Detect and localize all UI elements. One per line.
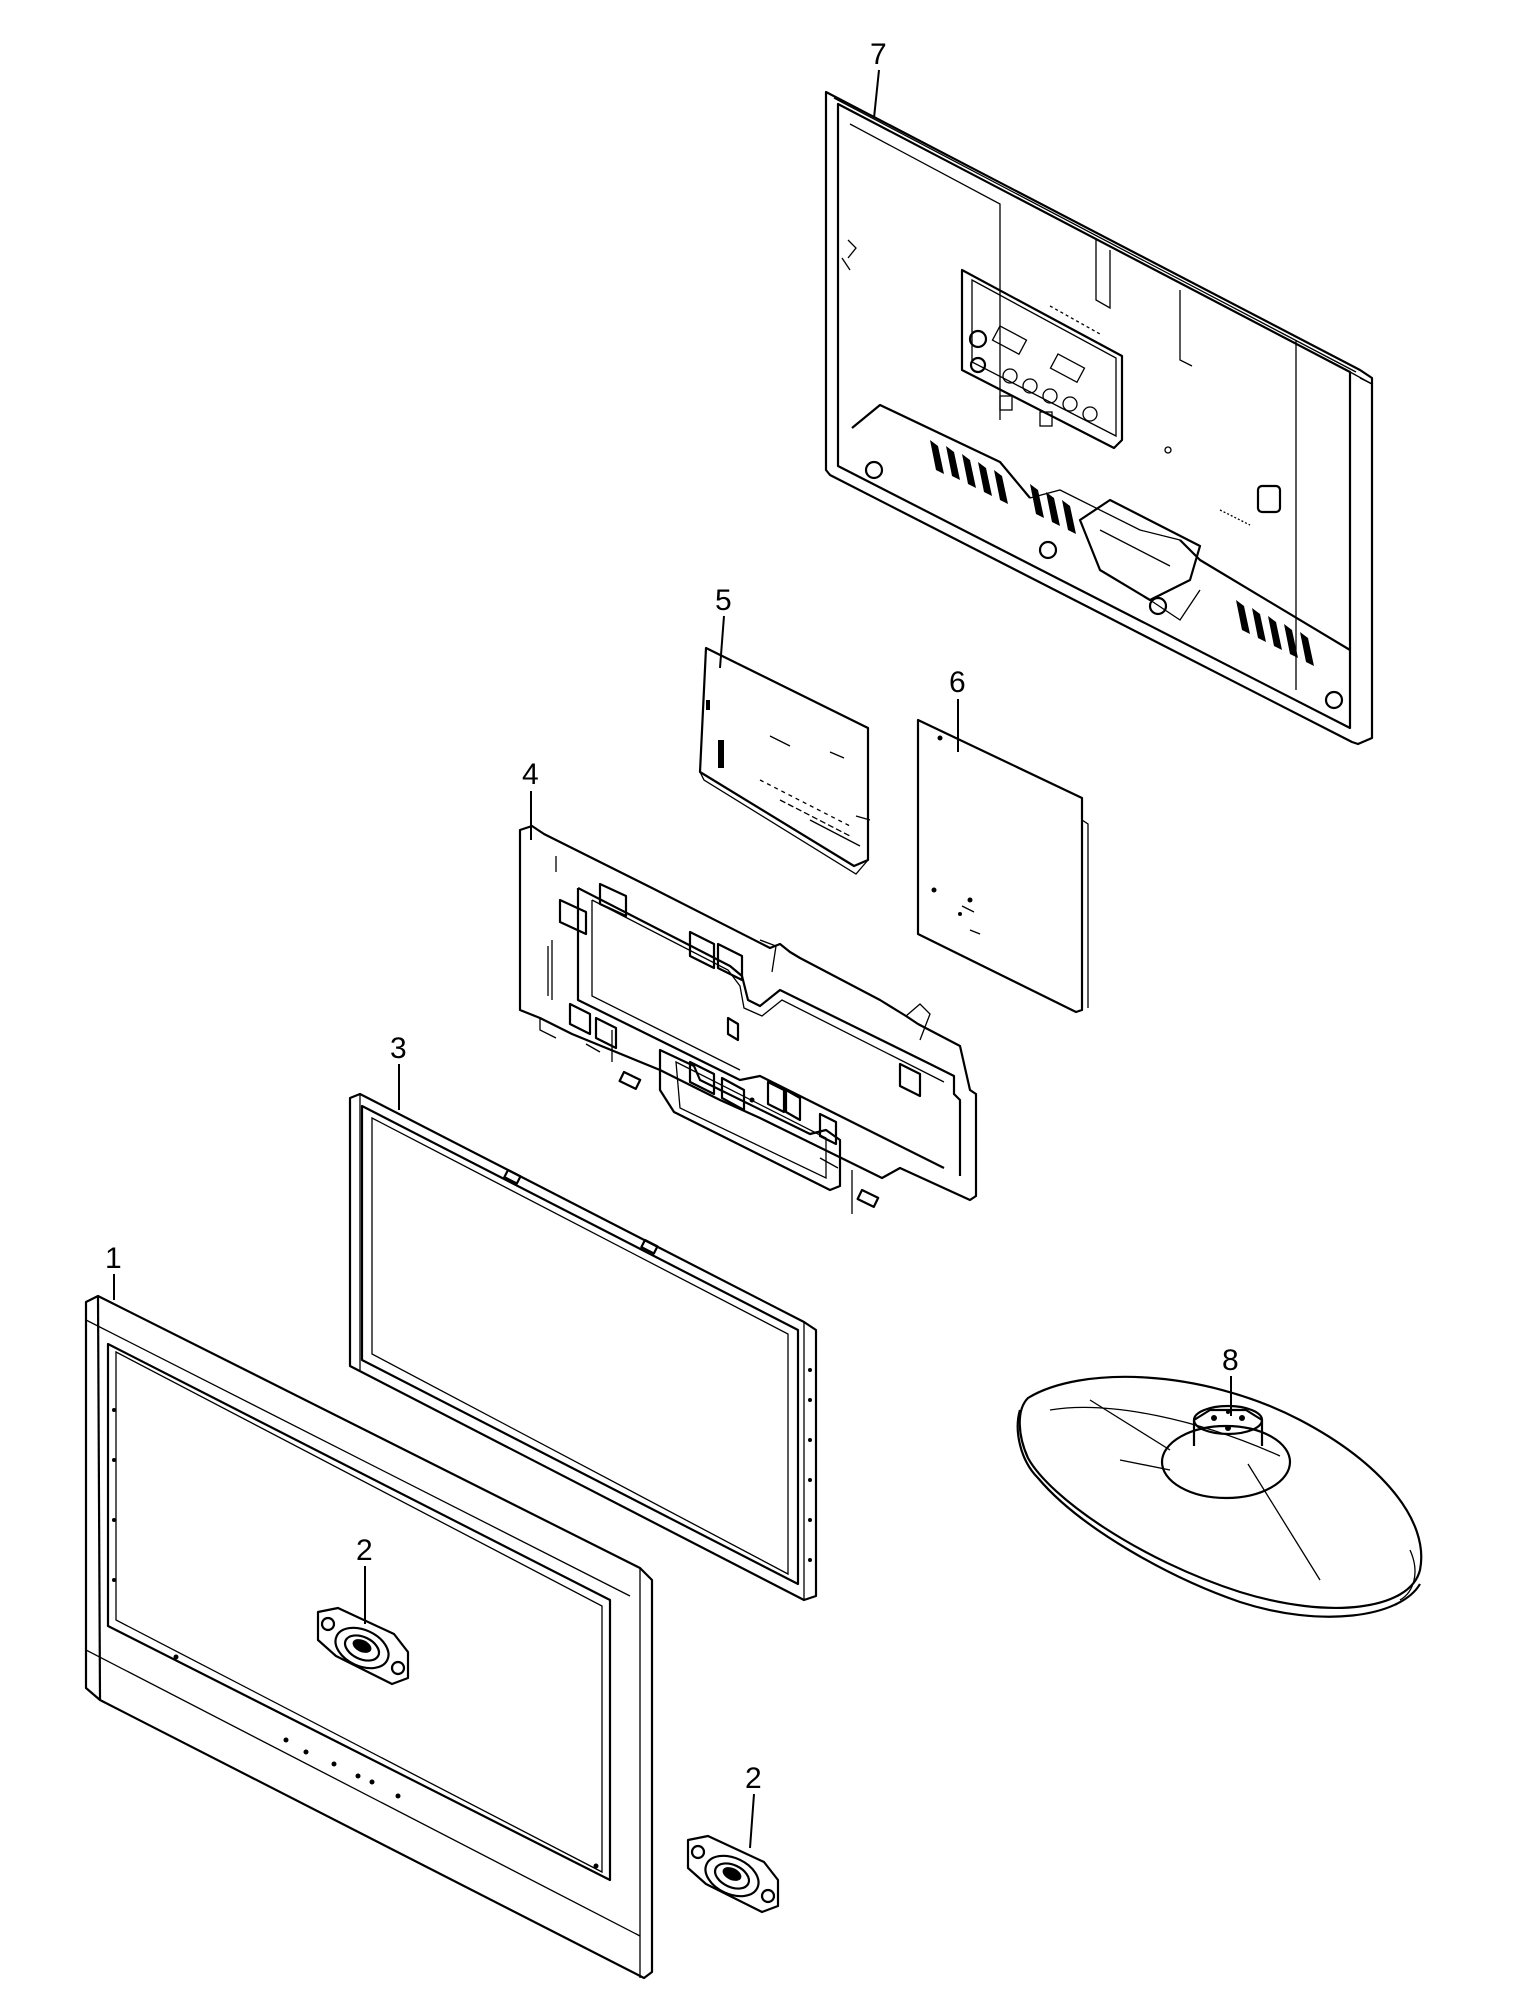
stand-base bbox=[1016, 1375, 1423, 1618]
power-board bbox=[916, 718, 1089, 1014]
main-board bbox=[698, 646, 871, 875]
lcd-panel bbox=[348, 1092, 818, 1602]
callout-7: 7 bbox=[870, 38, 887, 71]
callout-8: 8 bbox=[1222, 1344, 1239, 1377]
front-bezel bbox=[84, 1294, 654, 1980]
speaker-right bbox=[686, 1834, 780, 1914]
callout-1: 1 bbox=[105, 1242, 122, 1275]
callout-2b: 2 bbox=[745, 1762, 762, 1795]
speaker-left bbox=[316, 1606, 410, 1686]
rear-cover bbox=[824, 90, 1374, 746]
callout-3: 3 bbox=[390, 1032, 407, 1065]
callout-6: 6 bbox=[949, 666, 966, 699]
callout-4: 4 bbox=[522, 758, 539, 791]
callout-5: 5 bbox=[715, 584, 732, 617]
main-bracket bbox=[518, 824, 978, 1214]
callout-2a: 2 bbox=[356, 1534, 373, 1567]
